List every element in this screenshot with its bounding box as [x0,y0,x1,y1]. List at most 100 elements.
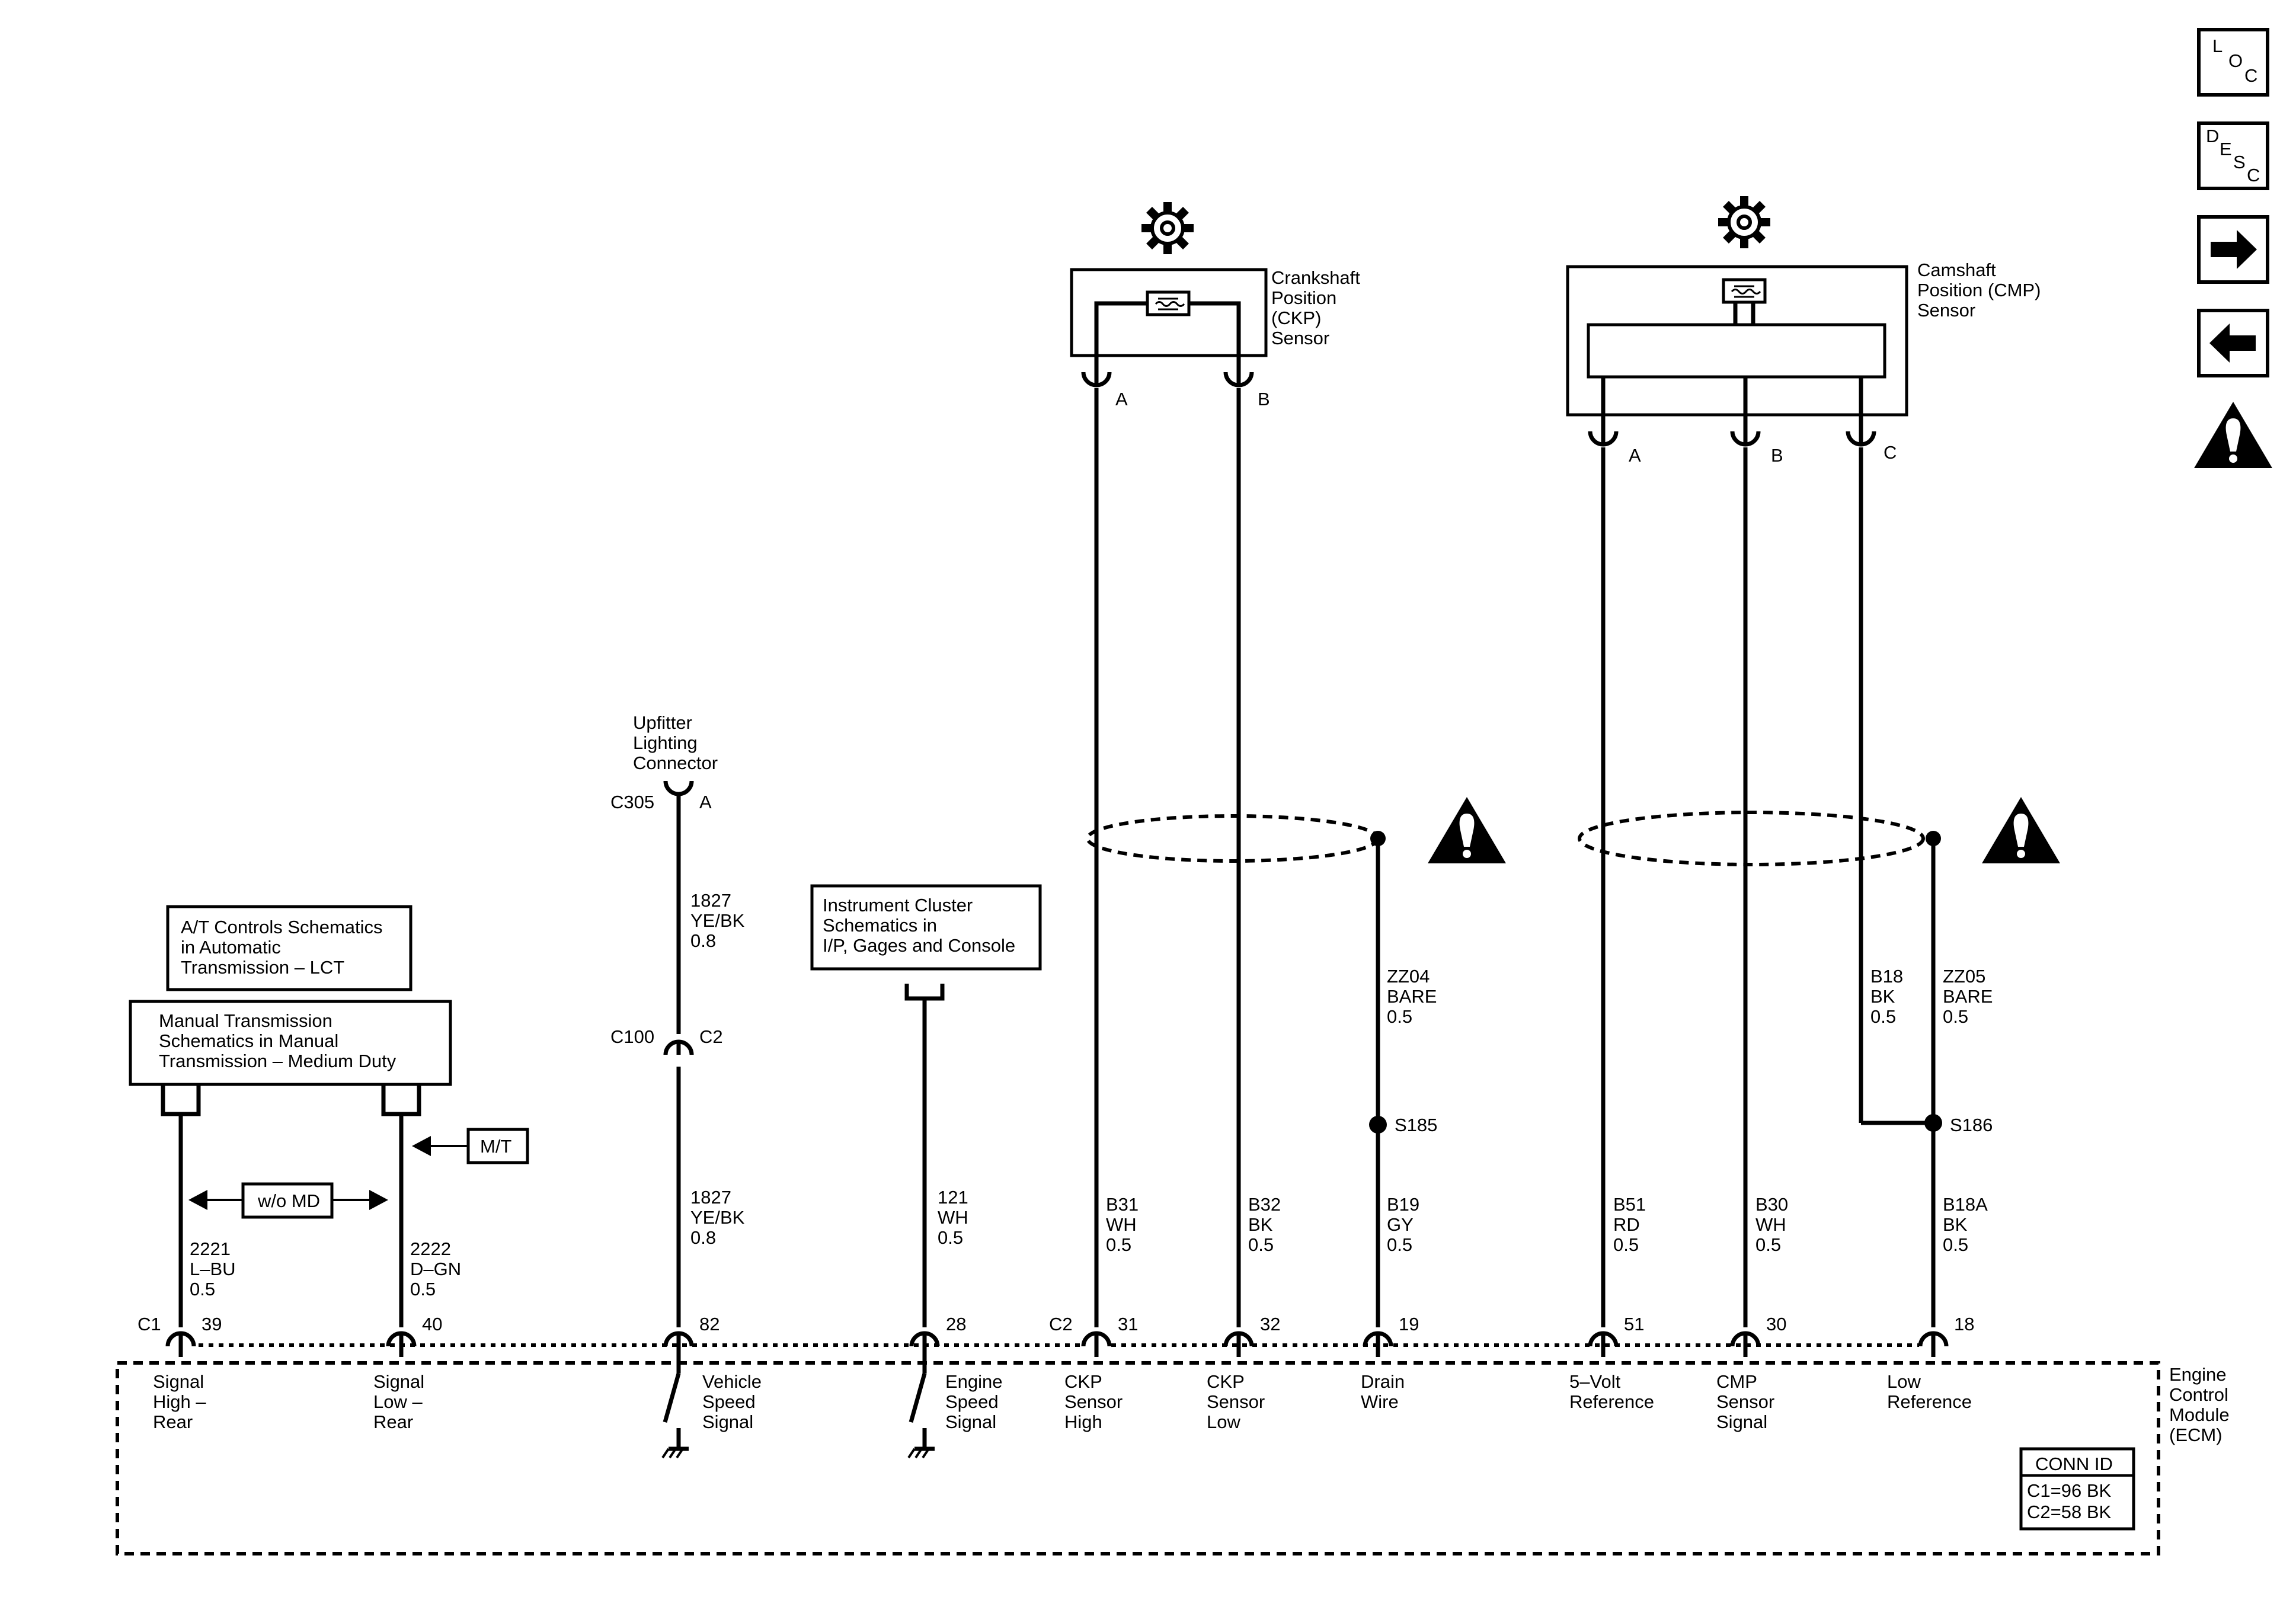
svg-text:0.5: 0.5 [1248,1234,1274,1255]
splice-s185: S185 [1369,1115,1437,1135]
svg-text:C: C [2247,165,2260,185]
circuit-121: 121 WH 0.5 [938,1187,968,1248]
svg-text:0.5: 0.5 [1870,1006,1896,1027]
svg-text:C: C [1884,442,1897,463]
svg-text:O: O [2228,50,2243,71]
svg-text:High: High [1064,1411,1102,1432]
svg-text:0.8: 0.8 [690,930,716,951]
svg-text:C1: C1 [137,1314,161,1334]
svg-text:C1=96 BK: C1=96 BK [2027,1480,2112,1501]
ckp-connector-a: A [1081,372,1128,409]
previous-page-button[interactable] [2197,309,2269,377]
ckp-shield-caution-icon[interactable] [1428,797,1506,863]
svg-text:32: 32 [1260,1314,1280,1334]
svg-text:High –: High – [153,1391,206,1412]
svg-text:Low: Low [1207,1411,1240,1432]
svg-text:ZZ04: ZZ04 [1387,966,1430,987]
svg-text:28: 28 [946,1314,966,1334]
svg-text:WH: WH [938,1207,968,1228]
circuit-zz04: ZZ04 BARE 0.5 [1387,966,1437,1027]
svg-text:Low: Low [1887,1371,1921,1392]
arrow-left-icon [2209,324,2256,363]
svg-text:51: 51 [1624,1314,1644,1334]
svg-text:B: B [1771,445,1783,466]
svg-text:(CKP): (CKP) [1271,308,1321,328]
svg-text:0.8: 0.8 [690,1227,716,1248]
vss-switch [661,1357,689,1459]
manual-transmission-reference-box[interactable]: Manual Transmission Schematics in Manual… [129,1000,452,1116]
svg-text:30: 30 [1766,1314,1786,1334]
svg-text:C2=58 BK: C2=58 BK [2027,1502,2112,1522]
loc-button[interactable]: L O C [2197,28,2269,97]
svg-text:BARE: BARE [1387,986,1437,1007]
svg-text:0.5: 0.5 [190,1279,215,1299]
next-page-button[interactable] [2197,215,2269,284]
instrument-cluster-reference-box[interactable]: Instrument Cluster Schematics in I/P, Ga… [810,884,1042,1001]
ckp-connector-b: B [1223,372,1270,409]
cmp-connector-c: C [1846,431,1897,463]
svg-text:Drain: Drain [1361,1371,1405,1392]
caution-button[interactable] [2194,402,2272,468]
svg-text:1827: 1827 [690,890,731,911]
ecm-pins [165,1331,1949,1357]
svg-text:Camshaft: Camshaft [1917,260,1996,280]
svg-text:40: 40 [422,1314,442,1334]
svg-text:Position: Position [1271,287,1336,308]
svg-text:CKP: CKP [1207,1371,1245,1392]
svg-text:Reference: Reference [1887,1391,1972,1412]
svg-text:YE/BK: YE/BK [690,910,745,931]
svg-text:A: A [1115,389,1128,409]
ckp-sensor: Crankshaft Position (CKP) Sensor [1070,267,1360,357]
svg-text:C305: C305 [610,792,654,812]
svg-text:31: 31 [1118,1314,1138,1334]
svg-text:0.5: 0.5 [1613,1234,1639,1255]
svg-text:Module: Module [2169,1404,2230,1425]
svg-text:S: S [2233,152,2246,172]
svg-text:0.5: 0.5 [1387,1234,1412,1255]
svg-text:Position (CMP): Position (CMP) [1917,280,2041,300]
svg-text:Crankshaft: Crankshaft [1271,267,1360,288]
circuit-1827-lower: 1827 YE/BK 0.8 [690,1187,745,1248]
svg-text:18: 18 [1954,1314,1974,1334]
svg-text:A: A [1629,445,1641,466]
svg-text:0.5: 0.5 [1755,1234,1781,1255]
svg-text:Instrument Cluster: Instrument Cluster [823,895,973,916]
svg-text:CMP: CMP [1716,1371,1757,1392]
ecm-boundary [116,1361,2160,1555]
ckp-shield [1086,814,1386,863]
circuit-1827-upper: 1827 YE/BK 0.8 [690,890,745,951]
svg-text:121: 121 [938,1187,968,1208]
svg-text:B18: B18 [1870,966,1903,987]
svg-text:D: D [2206,126,2219,146]
svg-text:0.5: 0.5 [1387,1006,1412,1027]
ess-switch [907,1357,935,1459]
at-controls-reference-box[interactable]: A/T Controls Schematics in Automatic Tra… [166,905,412,991]
mt-option: M/T [412,1128,529,1164]
svg-text:B19: B19 [1387,1194,1419,1215]
circuit-b18: B18 BK 0.5 [1870,966,1903,1027]
svg-text:D–GN: D–GN [410,1259,461,1279]
svg-text:Connector: Connector [633,753,718,773]
svg-text:Signal: Signal [1716,1411,1767,1432]
svg-text:Transmission – Medium Duty: Transmission – Medium Duty [159,1051,396,1071]
svg-text:C2: C2 [699,1026,723,1047]
svg-text:Schematics in Manual: Schematics in Manual [159,1030,338,1051]
svg-text:in Automatic: in Automatic [181,937,281,958]
desc-button[interactable]: D E S C [2197,121,2269,190]
svg-text:WH: WH [1755,1214,1786,1235]
svg-text:19: 19 [1399,1314,1419,1334]
wires [178,356,1936,1327]
svg-text:Engine: Engine [2169,1364,2227,1385]
svg-text:Vehicle: Vehicle [702,1371,762,1392]
svg-text:B30: B30 [1755,1194,1788,1215]
svg-text:0.5: 0.5 [1106,1234,1131,1255]
svg-text:B: B [1258,389,1270,409]
svg-text:BK: BK [1870,986,1895,1007]
svg-text:0.5: 0.5 [1943,1006,1968,1027]
svg-text:C2: C2 [1049,1314,1073,1334]
cmp-sensor: Camshaft Position (CMP) Sensor [1566,260,2041,417]
svg-text:Signal: Signal [373,1371,424,1392]
cmp-shield-caution-icon[interactable] [1982,797,2060,863]
svg-text:Signal: Signal [945,1411,996,1432]
svg-text:YE/BK: YE/BK [690,1207,745,1228]
